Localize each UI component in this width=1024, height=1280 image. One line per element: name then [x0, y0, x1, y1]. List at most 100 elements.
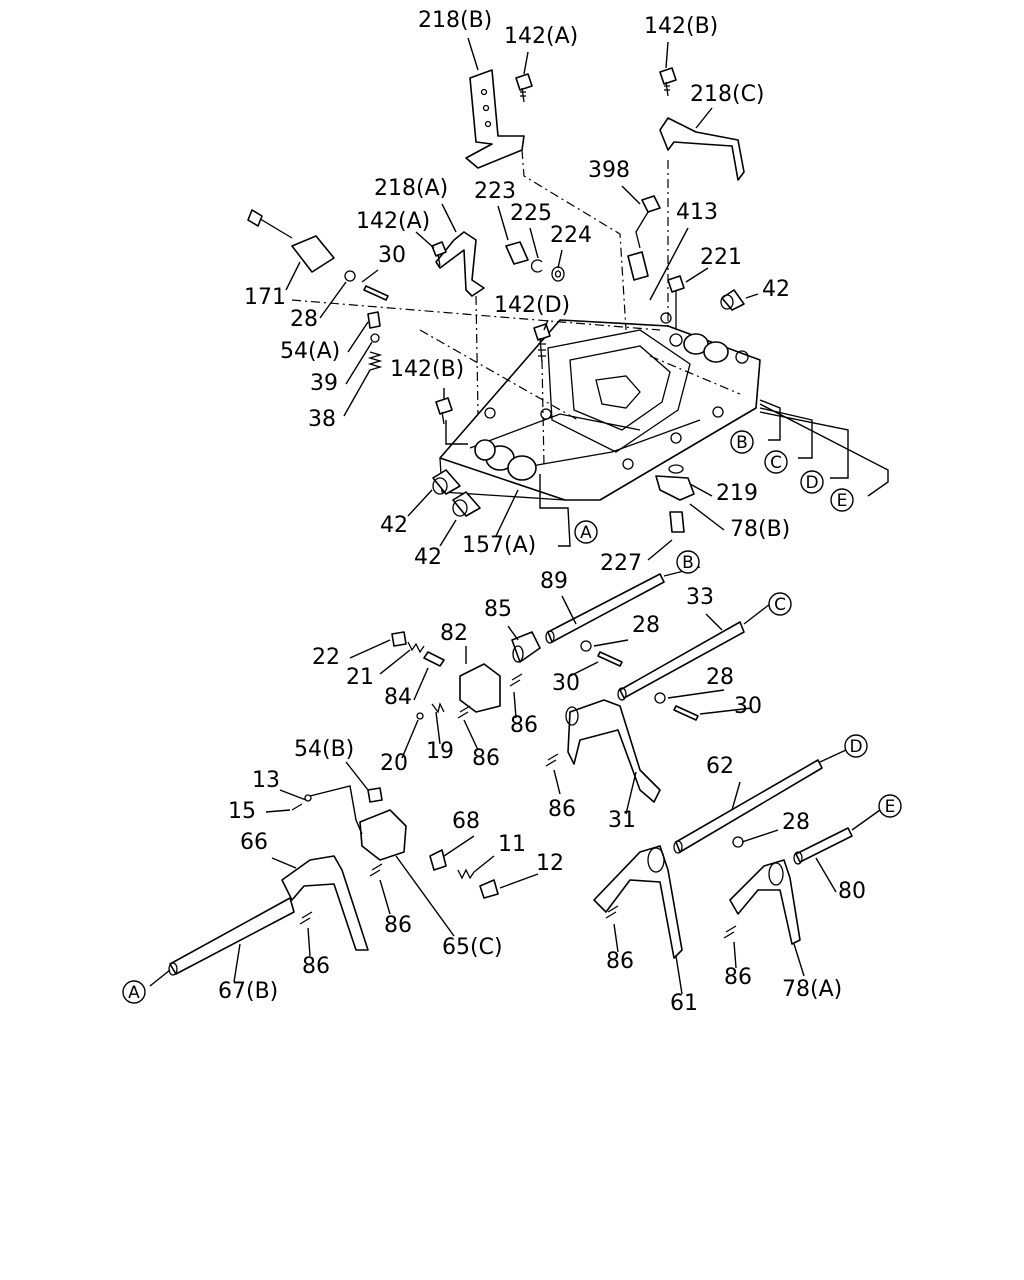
- plug-42-b: [452, 491, 481, 517]
- part-label-218a: 218(A): [374, 176, 448, 201]
- ref-marker-a_top: A: [574, 520, 598, 544]
- leader-line: [347, 321, 369, 353]
- bracket-218c: [659, 117, 745, 181]
- ref-marker-a_67: A: [122, 980, 146, 1004]
- leader-line: [667, 689, 725, 699]
- part-label-11: 11: [498, 832, 526, 857]
- part-label-13: 13: [252, 768, 280, 793]
- part-label-67b: 67(B): [218, 979, 278, 1004]
- part-label-89: 89: [540, 569, 568, 594]
- leader-line: [435, 711, 441, 745]
- ref-marker-circle: [730, 430, 754, 454]
- ref-marker-circle: [764, 450, 788, 474]
- part-label-78b: 78(B): [730, 517, 790, 542]
- ref-marker-letter: C: [770, 453, 782, 473]
- leader-line: [685, 267, 709, 283]
- ref-marker-circle: [878, 794, 902, 818]
- part-label-218c: 218(C): [690, 82, 765, 107]
- part-label-227: 227: [600, 551, 642, 576]
- leader-line: [557, 249, 563, 269]
- part-label-142b_top: 142(B): [644, 14, 718, 39]
- part-label-38: 38: [308, 407, 336, 432]
- leader-line: [443, 835, 475, 857]
- ref-marker-letter: D: [849, 737, 862, 757]
- part-label-66: 66: [240, 830, 268, 855]
- plug-42-a: [432, 469, 461, 495]
- part-label-42_a: 42: [380, 513, 408, 538]
- part-label-30_89: 30: [552, 671, 580, 696]
- leader-line: [699, 707, 753, 715]
- ball-39: [370, 333, 380, 343]
- ref-marker-circle: [768, 592, 792, 616]
- ref-marker-circle: [844, 734, 868, 758]
- leader-line: [407, 489, 433, 517]
- ref-marker-b_top: B: [730, 430, 754, 454]
- phantom-lines-upper: [291, 149, 889, 547]
- part-label-218b: 218(B): [418, 8, 492, 33]
- spring-38: [367, 351, 383, 371]
- plug-227: [669, 511, 685, 533]
- part-label-221: 221: [700, 245, 742, 270]
- leader-line: [815, 857, 837, 893]
- leader-line: [705, 613, 723, 631]
- plug-42-right: [720, 289, 745, 311]
- phantom-lines-lower: [309, 785, 363, 835]
- leader-line: [285, 261, 301, 291]
- part-label-86_65: 86: [384, 913, 412, 938]
- leader-line: [851, 809, 881, 831]
- part-label-21: 21: [346, 665, 374, 690]
- part-label-224: 224: [550, 223, 592, 248]
- part-label-30_33: 30: [734, 694, 762, 719]
- leader-line: [741, 829, 779, 843]
- switch-171: [247, 209, 335, 273]
- part-label-19: 19: [426, 739, 454, 764]
- ref-marker-c_33: C: [768, 592, 792, 616]
- fork-31: [565, 699, 661, 803]
- leader-line: [361, 269, 379, 283]
- rod-67b: [168, 897, 295, 976]
- bolt-142d: [533, 323, 551, 363]
- part-label-86_85: 86: [510, 713, 538, 738]
- part-label-54a: 54(A): [280, 339, 340, 364]
- ref-marker-circle: [574, 520, 598, 544]
- part-label-61: 61: [670, 991, 698, 1016]
- part-label-30_top: 30: [378, 243, 406, 268]
- leader-line: [473, 855, 495, 873]
- part-label-28_89: 28: [632, 613, 660, 638]
- nut-221: [667, 275, 685, 330]
- leader-lines: [149, 37, 881, 995]
- detent-22-21-84: [391, 631, 445, 667]
- rod-62: [673, 759, 823, 854]
- bolt-142b-mid: [435, 397, 453, 425]
- leader-line: [507, 625, 519, 641]
- part-label-86_61: 86: [606, 949, 634, 974]
- leader-line: [569, 661, 599, 677]
- part-label-78a: 78(A): [782, 977, 842, 1002]
- ref-marker-circle: [676, 550, 700, 574]
- part-label-142a_mid: 142(A): [356, 209, 430, 234]
- leader-line: [649, 227, 689, 301]
- part-label-142b_mid: 142(B): [390, 357, 464, 382]
- ref-marker-letter: B: [682, 553, 694, 573]
- detent-68-11-12: [429, 849, 499, 899]
- guide-bosses: [474, 333, 729, 481]
- part-label-42_b: 42: [414, 545, 442, 570]
- fork-66: [281, 855, 369, 951]
- part-label-22: 22: [312, 645, 340, 670]
- rod-89: [545, 573, 665, 644]
- ref-marker-b_89: B: [676, 550, 700, 574]
- fork-78a: [729, 859, 801, 945]
- switch-398: [627, 195, 661, 281]
- ref-marker-letter: E: [837, 491, 848, 511]
- snap-ring-225: [530, 259, 543, 273]
- lock-plate-219: [655, 475, 695, 501]
- ref-marker-circle: [122, 980, 146, 1004]
- ball-28-top: [344, 270, 356, 282]
- leader-line: [529, 227, 539, 259]
- bolt-142a-mid: [431, 241, 447, 267]
- shift-head-85: [511, 631, 541, 663]
- leader-line: [271, 857, 297, 869]
